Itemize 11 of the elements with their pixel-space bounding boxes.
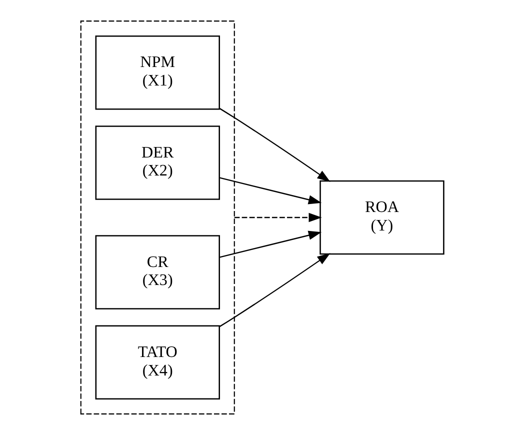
node-box: ROA (Y) (319, 180, 444, 255)
cluster (80, 20, 234, 414)
node-box: DER (X2) (94, 126, 220, 200)
node-box: TATO (X4) (94, 325, 220, 400)
arrow (218, 108, 330, 182)
arrow (218, 253, 330, 328)
arrow (218, 230, 322, 258)
arrow (218, 177, 322, 204)
arrow (234, 212, 322, 222)
node-box: NPM (X1) (94, 35, 220, 110)
node-box: CR (X3) (94, 235, 220, 310)
